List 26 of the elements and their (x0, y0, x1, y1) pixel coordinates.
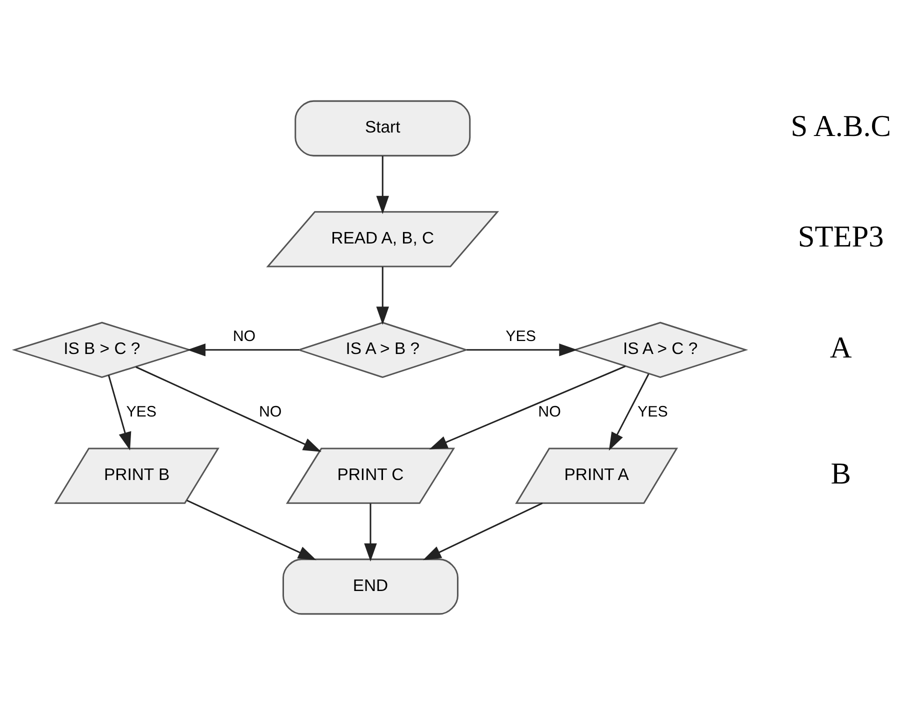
arrow (376, 156, 389, 214)
label: A (830, 330, 852, 364)
label: S A.B.C (790, 108, 892, 143)
arrow (364, 503, 377, 562)
arrow (466, 344, 578, 356)
label: STEP3 (798, 220, 884, 254)
node-box: END (282, 558, 458, 615)
edge-label: YES (126, 404, 157, 421)
node-diamond: IS A > B ? (296, 322, 469, 378)
arrow (187, 344, 299, 356)
arrow (608, 374, 650, 451)
node-diamond: IS A > C ? (572, 322, 748, 378)
arrow (429, 366, 626, 450)
arrow (108, 374, 132, 450)
edge-label: NO (258, 404, 282, 421)
edge-label: YES (506, 328, 536, 345)
edge-label: YES (638, 404, 668, 421)
arrow (422, 502, 543, 560)
label: B (830, 456, 851, 490)
arrow (136, 366, 322, 452)
edge-label: NO (232, 328, 256, 345)
arrow (186, 500, 316, 560)
arrow (376, 266, 389, 325)
node-box: Start (294, 100, 471, 156)
edge-label: NO (538, 404, 561, 421)
node-diamond: IS B > C ? (12, 322, 192, 378)
